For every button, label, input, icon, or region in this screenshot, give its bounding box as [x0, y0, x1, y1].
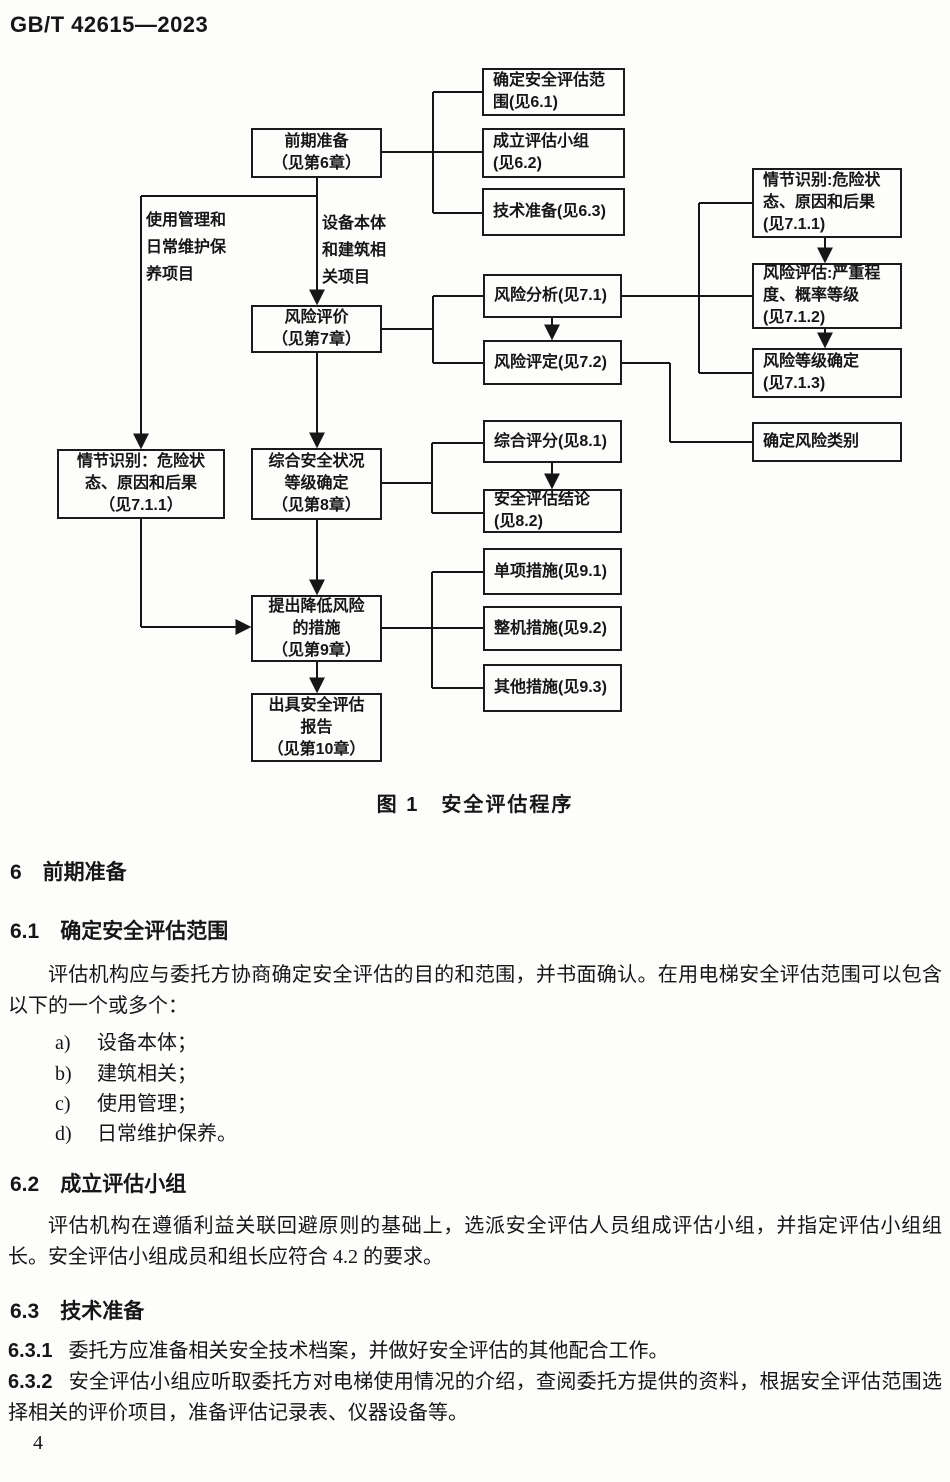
list-item-b: b) 建筑相关；	[55, 1057, 197, 1086]
figure-caption: 图 1 安全评估程序	[376, 794, 574, 816]
node-other-measures: 其他措施(见9.3)	[483, 664, 622, 712]
paragraph-6-3-1: 6.3.1 委托方应准备相关安全技术档案，并做好安全评估的其他配合工作。	[8, 1336, 942, 1367]
heading-clause-6: 6 前期准备	[10, 861, 127, 884]
clause-number: 6.3.1	[8, 1340, 53, 1362]
node-risk-analysis: 风险分析(见7.1)	[483, 274, 622, 318]
paragraph-6-2: 评估机构在遵循利益关联回避原则的基础上，选派安全评估人员组成评估小组，并指定评估…	[8, 1215, 942, 1268]
node-issue-report: 出具安全评估 报告 （见第10章）	[251, 693, 382, 762]
node-preliminary-preparation: 前期准备 （见第6章）	[251, 128, 382, 178]
list-marker: a)	[55, 1032, 71, 1054]
heading-clause-6-3: 6.3 技术准备	[10, 1300, 145, 1323]
heading-clause-6-1: 6.1 确定安全评估范围	[10, 920, 229, 943]
paragraph-6-1: 评估机构应与委托方协商确定安全评估的目的和范围，并书面确认。在用电梯安全评估范围…	[8, 964, 942, 1017]
list-item-a: a) 设备本体；	[55, 1026, 197, 1055]
flowchart-connectors	[133, 91, 833, 694]
list-marker: d)	[55, 1123, 72, 1145]
node-individual-measures: 单项措施(见9.1)	[483, 548, 622, 595]
list-text: 使用管理；	[97, 1093, 197, 1115]
node-risk-estimation: 风险评估:严重程 度、概率等级 (见7.1.2)	[752, 263, 902, 329]
clause-number: 6.3.2	[8, 1371, 53, 1393]
list-text: 建筑相关；	[97, 1063, 197, 1085]
node-define-scope: 确定安全评估范 围(见6.1)	[482, 68, 625, 116]
list-text: 日常维护保养。	[97, 1123, 237, 1145]
node-scenario-identification-left: 情节识别：危险状 态、原因和后果 （见7.1.1）	[57, 449, 225, 519]
standard-number: GB/T 42615—2023	[10, 12, 209, 37]
node-risk-level-determination: 风险等级确定 (见7.1.3)	[752, 348, 902, 398]
node-scenario-identification-right: 情节识别:危险状 态、原因和后果 (见7.1.1)	[752, 168, 902, 238]
list-item-d: d) 日常维护保养。	[55, 1117, 237, 1146]
node-determine-risk-category: 确定风险类别	[752, 422, 902, 462]
node-assessment-conclusion: 安全评估结论 (见8.2)	[483, 489, 622, 533]
heading-clause-6-2: 6.2 成立评估小组	[10, 1173, 187, 1196]
node-risk-judgement: 风险评定(见7.2)	[483, 340, 622, 385]
list-marker: b)	[55, 1063, 72, 1085]
edge-label-usage-maintenance: 使用管理和 日常维护保 养项目	[146, 212, 227, 283]
node-comprehensive-score: 综合评分(见8.1)	[483, 420, 622, 463]
node-risk-reduction-measures: 提出降低风险 的措施 （见第9章）	[251, 595, 382, 662]
edge-label-equipment-building: 设备本体 和建筑相 关项目	[322, 215, 387, 286]
node-whole-unit-measures: 整机措施(见9.2)	[483, 606, 622, 651]
node-technical-preparation: 技术准备(见6.3)	[482, 188, 625, 236]
node-form-team: 成立评估小组 (见6.2)	[482, 128, 625, 178]
clause-text: 安全评估小组应听取委托方对电梯使用情况的介绍，查阅委托方提供的资料，根据安全评估…	[8, 1371, 942, 1424]
list-text: 设备本体；	[97, 1032, 197, 1054]
page-number: 4	[33, 1432, 43, 1454]
node-overall-safety-level: 综合安全状况 等级确定 （见第8章）	[251, 448, 382, 520]
node-risk-evaluation: 风险评价 （见第7章）	[251, 305, 382, 353]
clause-text: 委托方应准备相关安全技术档案，并做好安全评估的其他配合工作。	[68, 1340, 669, 1362]
list-item-c: c) 使用管理；	[55, 1087, 197, 1116]
list-marker: c)	[55, 1093, 71, 1115]
